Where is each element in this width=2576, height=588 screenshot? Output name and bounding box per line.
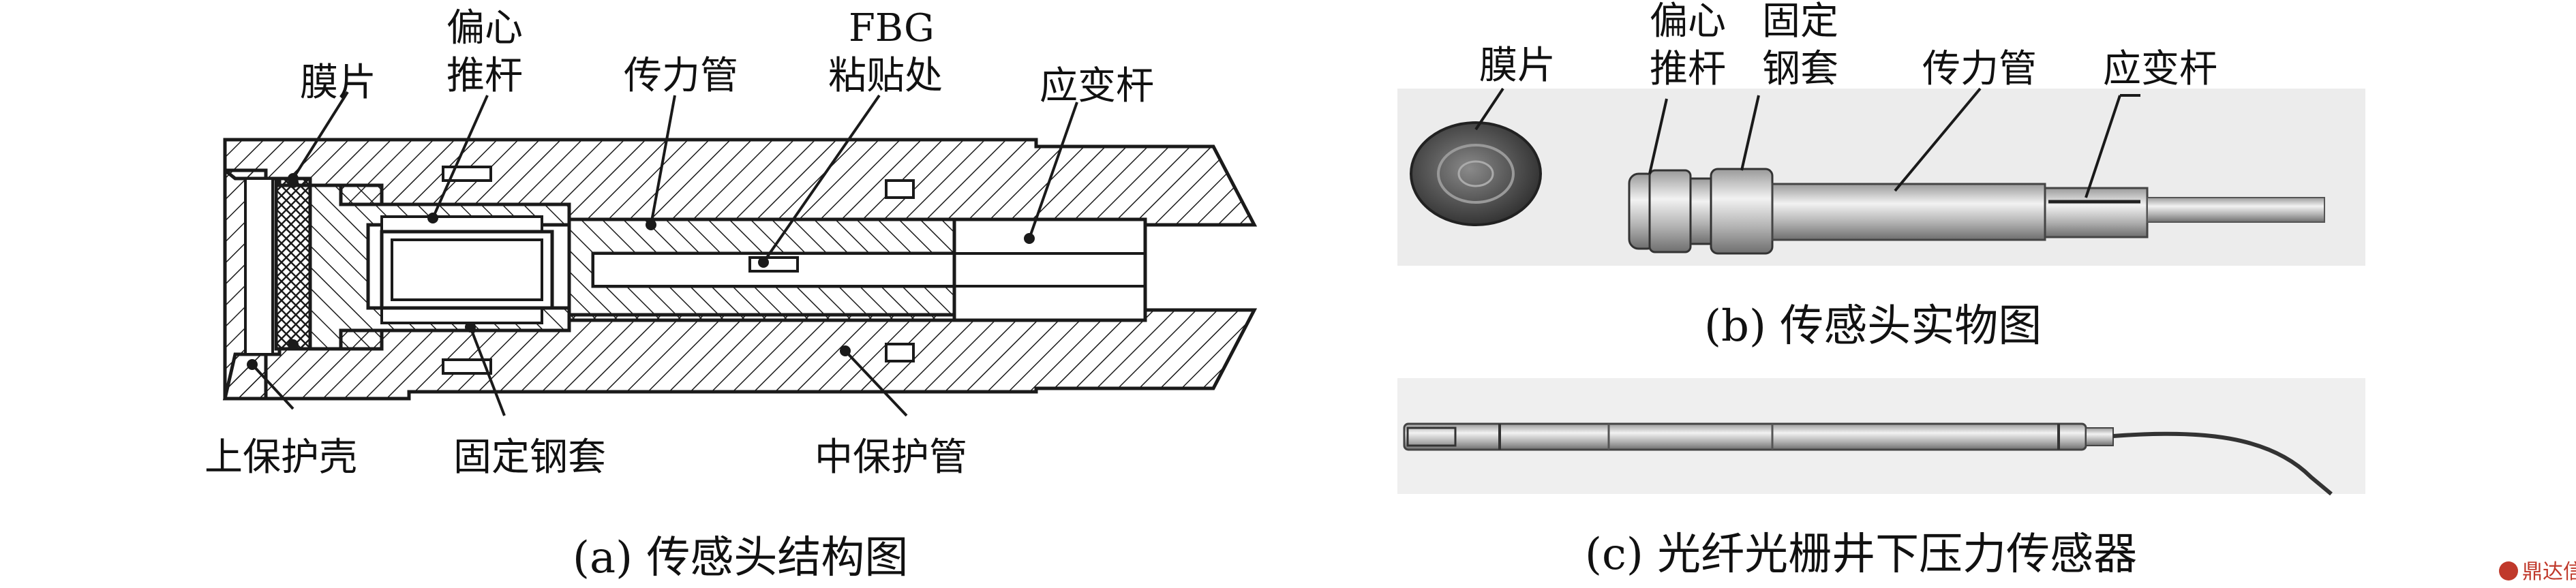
photo-fiber-cable <box>2112 431 2333 496</box>
label-middle-tube: 中保护管 <box>815 435 967 480</box>
label-fbg-1: FBG <box>849 6 935 50</box>
inner-bore <box>380 230 554 310</box>
caption-b: (b) 传感头实物图 <box>1704 301 2042 352</box>
label-eccentric-1: 偏心 <box>446 6 523 50</box>
watermark-text: 鼎达信 <box>2522 560 2576 584</box>
membrane-part <box>274 176 312 351</box>
photo-fixed-sleeve <box>1710 168 1774 255</box>
photo-label-fixed-2: 钢套 <box>1762 47 1838 91</box>
watermark-logo-icon <box>2499 561 2518 581</box>
watermark: 鼎达信 <box>2499 560 2576 584</box>
label-force-tube: 传力管 <box>624 54 738 98</box>
photo-label-strain-rod: 应变杆 <box>2103 47 2217 91</box>
caption-c: (c) 光纤光栅井下压力传感器 <box>1585 529 2137 580</box>
photo-label-eccentric-1: 偏心 <box>1650 0 1726 44</box>
photo-label-fixed-1: 固定 <box>1762 0 1838 44</box>
label-fixed-sleeve: 固定钢套 <box>453 435 606 480</box>
caption-a: (a) 传感头结构图 <box>573 533 908 583</box>
photo-force-tube <box>1771 183 2046 241</box>
photo-membrane-disk <box>1410 121 1542 226</box>
photo-label-force-tube: 传力管 <box>1922 47 2037 91</box>
label-upper-shell: 上保护壳 <box>204 435 357 480</box>
label-strain-rod: 应变杆 <box>1040 64 1154 108</box>
label-eccentric-2: 推杆 <box>446 54 523 98</box>
panel-b-photo: 膜片 偏心 推杆 固定 钢套 传力管 应变杆 (b) 传感头实物图 <box>1397 0 2365 352</box>
photo-label-membrane: 膜片 <box>1479 44 1556 88</box>
panel-c-photo: (c) 光纤光栅井下压力传感器 <box>1397 378 2365 580</box>
photo-sensor-body <box>1403 422 2087 451</box>
panel-a-diagram: 膜片 偏心 推杆 传力管 FBG 粘贴处 应变杆 上保护壳 固定钢套 中保护管 … <box>204 6 1258 583</box>
label-fbg-2: 粘贴处 <box>828 54 943 98</box>
photo-strain-rod <box>2044 187 2149 238</box>
label-membrane: 膜片 <box>300 61 376 105</box>
fbg-bond-area <box>748 256 799 273</box>
photo-label-eccentric-2: 推杆 <box>1650 47 1726 91</box>
